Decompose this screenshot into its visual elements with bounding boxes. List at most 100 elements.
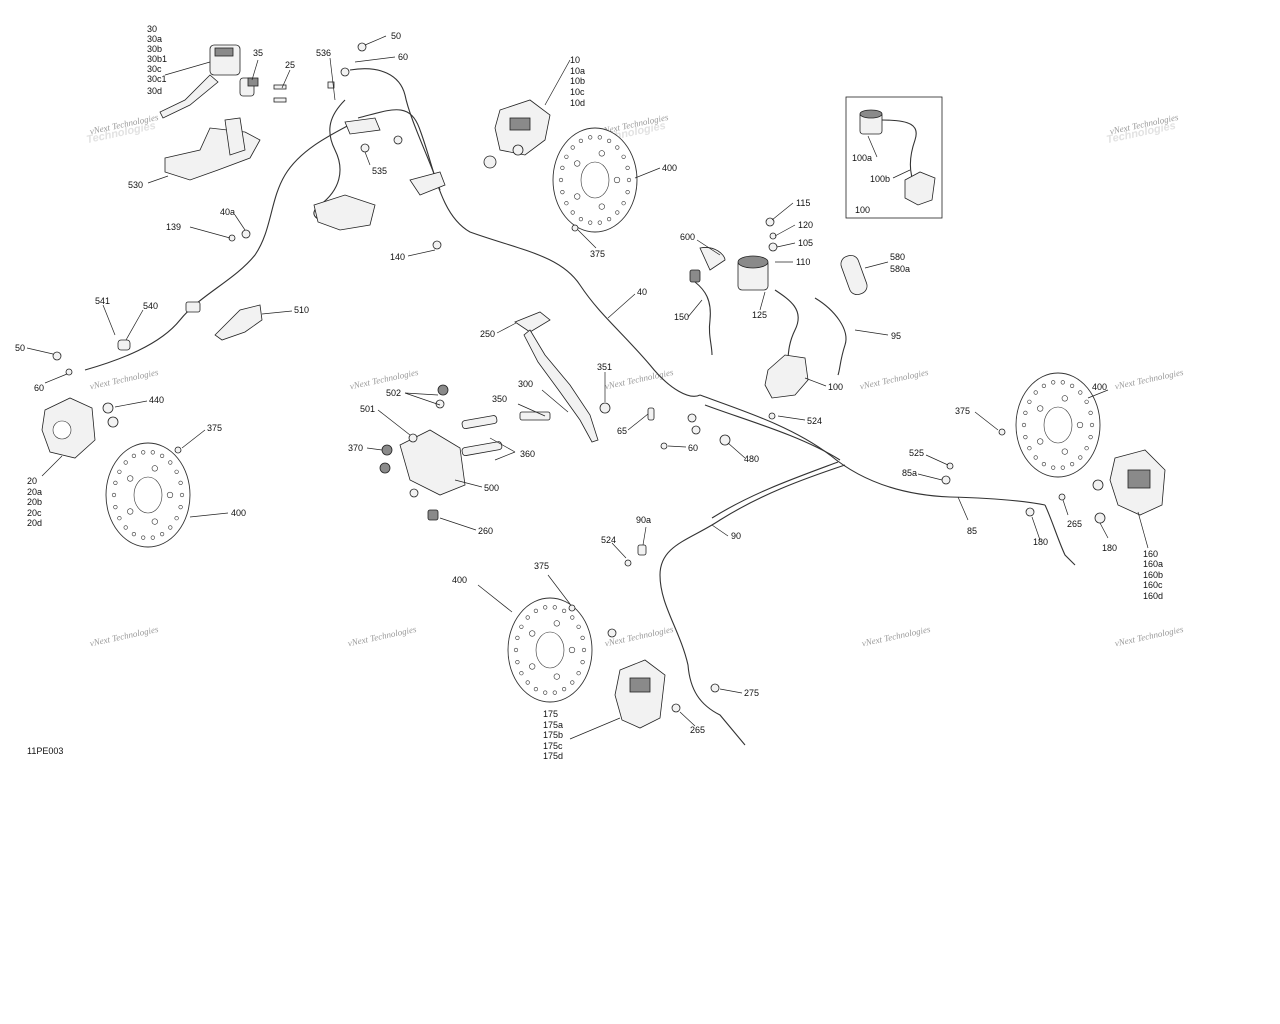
callout: 375 xyxy=(207,423,222,433)
callout: 60 xyxy=(688,443,698,453)
callout: 20a xyxy=(27,487,42,497)
callout: 300 xyxy=(518,379,533,389)
callout: 360 xyxy=(520,449,535,459)
disc-mount-hole xyxy=(127,508,134,515)
disc-vent-hole xyxy=(615,145,620,150)
disc-vent-hole xyxy=(1023,410,1028,416)
callout: 500 xyxy=(484,483,499,493)
disc-vent-hole xyxy=(174,469,179,474)
callout: 400 xyxy=(1092,382,1107,392)
disc-mount-hole xyxy=(1037,405,1044,412)
callout: 510 xyxy=(294,305,309,315)
callout: 30c xyxy=(147,64,162,74)
disc-vent-hole xyxy=(570,680,575,685)
disc-vent-hole xyxy=(625,165,630,170)
fitting-90a xyxy=(637,544,647,556)
disc-vent-hole xyxy=(150,450,155,455)
caliper-175 xyxy=(607,628,666,729)
callout: 30b1 xyxy=(147,54,167,64)
disc-vent-hole xyxy=(578,217,584,222)
callout: 400 xyxy=(231,508,246,518)
disc-vent-hole xyxy=(1027,446,1032,451)
callout: 175a xyxy=(543,720,563,730)
watermark: vNext Technologies xyxy=(859,367,930,391)
callout: 160b xyxy=(1143,570,1163,580)
callout: 10a xyxy=(570,66,585,76)
callout: 440 xyxy=(149,395,164,405)
bolt-265-right xyxy=(1058,493,1066,501)
leader-lines xyxy=(26,35,1149,740)
disc-vent-hole xyxy=(160,453,165,459)
bolt-180-a xyxy=(1025,507,1035,517)
disc-vent-hole xyxy=(581,647,587,653)
brake-pedal-250 xyxy=(514,311,611,443)
callout: 10b xyxy=(570,76,585,86)
brake-hose-180 xyxy=(1044,504,1076,566)
disc-vent-hole xyxy=(564,201,569,206)
callout: 525 xyxy=(909,448,924,458)
callout: 40a xyxy=(220,207,235,217)
disc-vent-hole xyxy=(1084,446,1089,451)
disc-vent-hole xyxy=(131,453,136,459)
callout: 125 xyxy=(752,310,767,320)
bolt-375-bottom xyxy=(568,604,576,612)
clip-540 xyxy=(117,339,131,351)
front-master-cylinder xyxy=(159,44,287,119)
callout: 10d xyxy=(570,98,585,108)
callout: 100 xyxy=(828,382,843,392)
disc-vent-hole xyxy=(160,531,165,537)
callout: 65 xyxy=(617,426,627,436)
disc-vent-hole xyxy=(576,671,581,676)
callout: 95 xyxy=(891,331,901,341)
callout: 541 xyxy=(95,296,110,306)
callout: 160d xyxy=(1143,591,1163,601)
caliper-160 xyxy=(1092,449,1166,524)
disc-vent-hole xyxy=(580,659,585,665)
disc-vent-hole xyxy=(570,210,575,215)
callout: 140 xyxy=(390,252,405,262)
callout: 30c1 xyxy=(147,74,167,84)
disc-vent-hole xyxy=(1033,455,1038,460)
bracket-530 xyxy=(164,117,261,181)
watermark: vNext Technologies xyxy=(1114,367,1185,391)
callout: 25 xyxy=(285,60,295,70)
disc-mount-hole xyxy=(574,160,581,167)
callout: 524 xyxy=(601,535,616,545)
brake-line-40 xyxy=(84,121,356,371)
reservoir-assembly xyxy=(699,217,778,291)
callout: 160a xyxy=(1143,559,1163,569)
disc-vent-hole xyxy=(558,177,564,183)
callout: 400 xyxy=(662,163,677,173)
disc-mount-hole xyxy=(151,465,158,472)
callout: 90a xyxy=(636,515,651,525)
disc-mount-hole xyxy=(1037,438,1044,445)
callout: 160 xyxy=(1143,549,1158,559)
bolt-375-top xyxy=(571,224,579,232)
callout: 60 xyxy=(398,52,408,62)
disc-vent-hole xyxy=(1060,465,1065,470)
disc-vent-hole xyxy=(1078,455,1083,460)
bracket-500 xyxy=(379,384,503,521)
callout: 10 xyxy=(570,55,580,65)
disc-vent-hole xyxy=(513,647,519,653)
rear-master-cylinder-100 xyxy=(764,354,809,399)
disc-vent-hole xyxy=(533,608,539,614)
disc-vent-hole xyxy=(117,469,122,474)
callout: 180 xyxy=(1102,543,1117,553)
callout: 502 xyxy=(386,388,401,398)
callout: 20c xyxy=(27,508,42,518)
callout: 175d xyxy=(543,751,563,761)
callout: 175b xyxy=(543,730,563,740)
callout: 400 xyxy=(452,575,467,585)
inset-label: 100 xyxy=(855,205,870,215)
callout: 580 xyxy=(890,252,905,262)
callout: 150 xyxy=(674,312,689,322)
callout: 120 xyxy=(798,220,813,230)
disc-vent-hole xyxy=(578,138,584,143)
disc-mount-hole xyxy=(1061,448,1068,455)
brake-disc-right xyxy=(1015,372,1101,478)
watermark: vNext Technologies xyxy=(349,367,420,391)
watermark: vNext Technologies xyxy=(89,624,160,648)
disc-vent-hole xyxy=(131,531,136,537)
